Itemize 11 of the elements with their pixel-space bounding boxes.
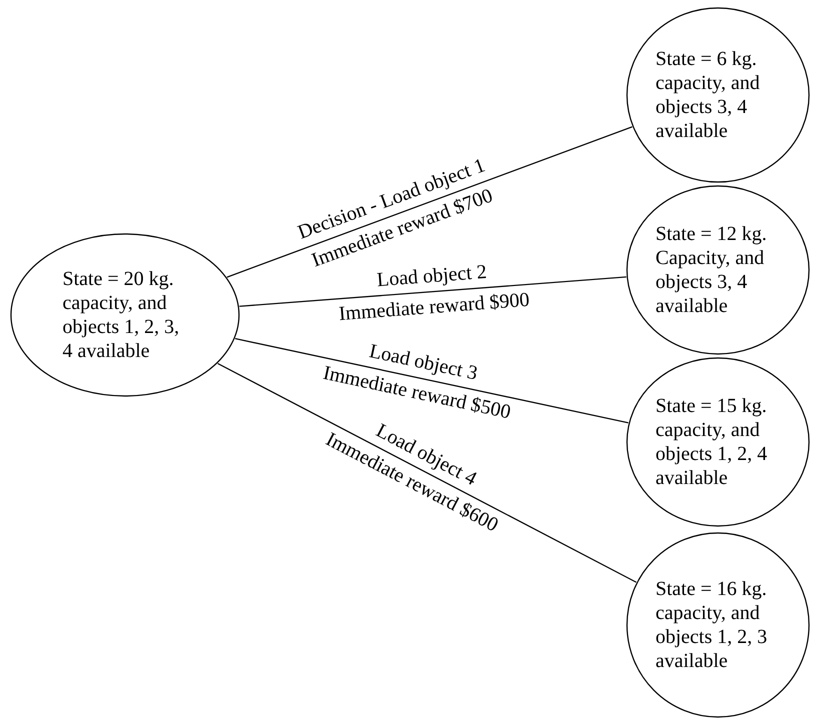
state-text: State = 16 kg. capacity, and objects 1, 2, 3 available [656,577,768,673]
connector-line [239,276,626,307]
state-text: State = 20 kg. capacity, and objects 1, 2, 3, 4 available [62,267,180,363]
state-text: State = 15 kg. capacity, and objects 1, 2, 4 available [656,394,768,490]
connector-line [226,126,632,278]
state-text: State = 6 kg. capacity, and objects 3, 4 available [656,47,761,143]
connector-line [235,338,628,424]
state-text: State = 12 kg. Capacity, and objects 3, 4 available [656,222,768,318]
edge-label: Load object 3 Immediate reward $500 [320,339,514,424]
edge-label: Load object 2 Immediate reward $900 [338,260,532,327]
connector-line [217,362,637,583]
